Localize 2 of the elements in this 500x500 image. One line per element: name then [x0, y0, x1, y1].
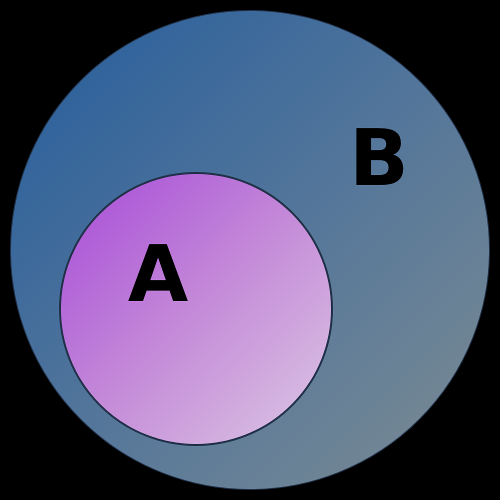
set-label: B	[349, 120, 409, 198]
set-label: A	[128, 236, 188, 314]
